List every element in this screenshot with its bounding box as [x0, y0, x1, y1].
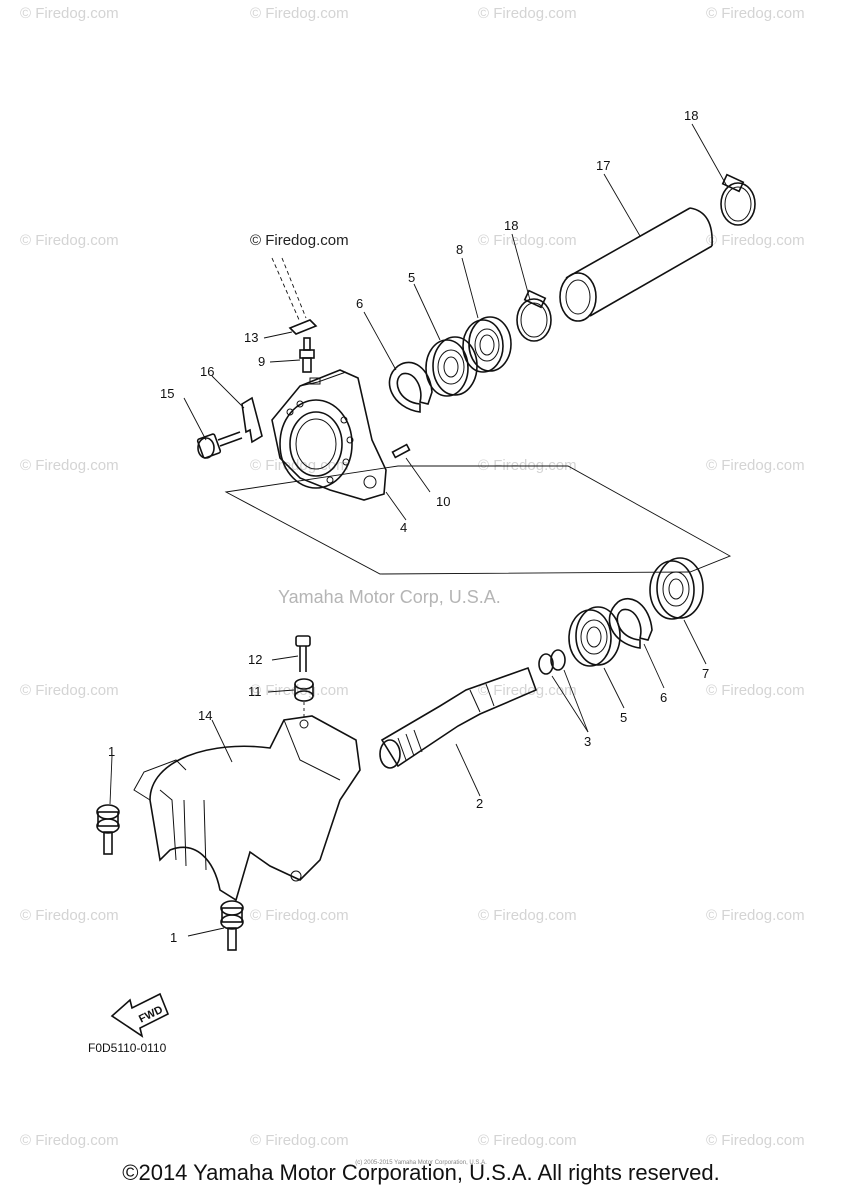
- watermark: © Firedog.com: [20, 682, 119, 699]
- center-watermark: Yamaha Motor Corp, U.S.A.: [278, 587, 501, 607]
- watermark: © Firedog.com: [20, 1132, 119, 1149]
- watermark-grid: © Firedog.com © Firedog.com © Firedog.co…: [20, 5, 805, 1149]
- bolt-part-12: [295, 635, 311, 672]
- watermark: © Firedog.com: [706, 5, 805, 22]
- diagram-code: F0D5110-0110: [88, 1041, 167, 1055]
- callout-15: 15: [160, 386, 174, 401]
- watermark: © Firedog.com: [20, 457, 119, 474]
- callout-16: 16: [200, 364, 214, 379]
- watermark: © Firedog.com: [250, 682, 349, 699]
- callout-18: 18: [504, 218, 518, 233]
- watermark: © Firedog.com: [706, 1132, 805, 1149]
- clip-part-13: [288, 319, 318, 335]
- circlip-part-6-lower: [608, 597, 653, 649]
- callout-8: 8: [456, 242, 463, 257]
- watermark: © Firedog.com: [706, 682, 805, 699]
- tiny-copyright: (c) 2005-2015 Yamaha Motor Corporation, …: [355, 1160, 487, 1166]
- callout-7: 7: [702, 666, 709, 681]
- watermark: © Firedog.com: [250, 5, 349, 22]
- hose-leader-line-2: [281, 257, 307, 319]
- callout-1: 1: [170, 930, 177, 945]
- clamp-part-18-left: [516, 289, 552, 342]
- watermark: © Firedog.com: [478, 682, 577, 699]
- callout-numbers: 18 17 18 8 5 6 13 9 16 15 10 4 12 11 14 …: [108, 108, 709, 945]
- watermark: © Firedog.com: [20, 5, 119, 22]
- callout-5: 5: [620, 710, 627, 725]
- watermark: © Firedog.com: [20, 907, 119, 924]
- callout-10: 10: [436, 494, 450, 509]
- pin-part-10: [391, 443, 411, 459]
- hose-part-17: [559, 207, 713, 322]
- housing-part-4: [271, 369, 387, 501]
- watermark: © Firedog.com: [706, 457, 805, 474]
- callout-6: 6: [356, 296, 363, 311]
- circlip-part-6-upper: [388, 361, 433, 413]
- callout-13: 13: [244, 330, 258, 345]
- watermark: © Firedog.com: [20, 232, 119, 249]
- callout-2: 2: [476, 796, 483, 811]
- callout-12: 12: [248, 652, 262, 667]
- callout-6: 6: [660, 690, 667, 705]
- callout-18: 18: [684, 108, 698, 123]
- callout-3: 3: [584, 734, 591, 749]
- fitting-part-9: [299, 337, 315, 373]
- fwd-arrow-icon: FWD: [110, 992, 170, 1038]
- watermark: © Firedog.com: [478, 457, 577, 474]
- callout-5: 5: [408, 270, 415, 285]
- callout-11: 11: [248, 684, 262, 699]
- grommet-part-1-upper: [96, 804, 120, 855]
- o-rings-part-3: [538, 649, 566, 675]
- cover-part-14: [133, 715, 361, 902]
- copyright-footer: ©2014 Yamaha Motor Corporation, U.S.A. A…: [122, 1160, 720, 1185]
- callout-4: 4: [400, 520, 407, 535]
- grommet-part-1-lower: [220, 900, 244, 951]
- assembly-connector-box: [224, 465, 732, 575]
- bearing-part-5-upper: [425, 336, 478, 397]
- watermark: © Firedog.com: [478, 1132, 577, 1149]
- bolt-part-15: [196, 431, 243, 459]
- leader-lines: [109, 123, 729, 937]
- clamp-part-18-right: [720, 173, 756, 226]
- hose-leader-line: [271, 257, 301, 323]
- watermark: © Firedog.com: [478, 907, 577, 924]
- watermark: © Firedog.com: [706, 232, 805, 249]
- watermark: © Firedog.com: [250, 907, 349, 924]
- collar-part-11: [294, 678, 314, 702]
- shaft-part-2: [379, 666, 538, 769]
- watermark: © Firedog.com: [250, 1132, 349, 1149]
- bearing-part-7: [649, 557, 704, 620]
- watermark: © Firedog.com: [478, 232, 577, 249]
- callout-14: 14: [198, 708, 212, 723]
- plate-part-16: [241, 396, 263, 444]
- callout-1: 1: [108, 744, 115, 759]
- bearing-part-5-lower: [568, 606, 621, 667]
- watermark: © Firedog.com: [250, 457, 349, 474]
- callout-17: 17: [596, 158, 610, 173]
- watermark: © Firedog.com: [478, 5, 577, 22]
- callout-9: 9: [258, 354, 265, 369]
- watermark: © Firedog.com: [706, 907, 805, 924]
- top-watermark: © Firedog.com: [250, 232, 349, 249]
